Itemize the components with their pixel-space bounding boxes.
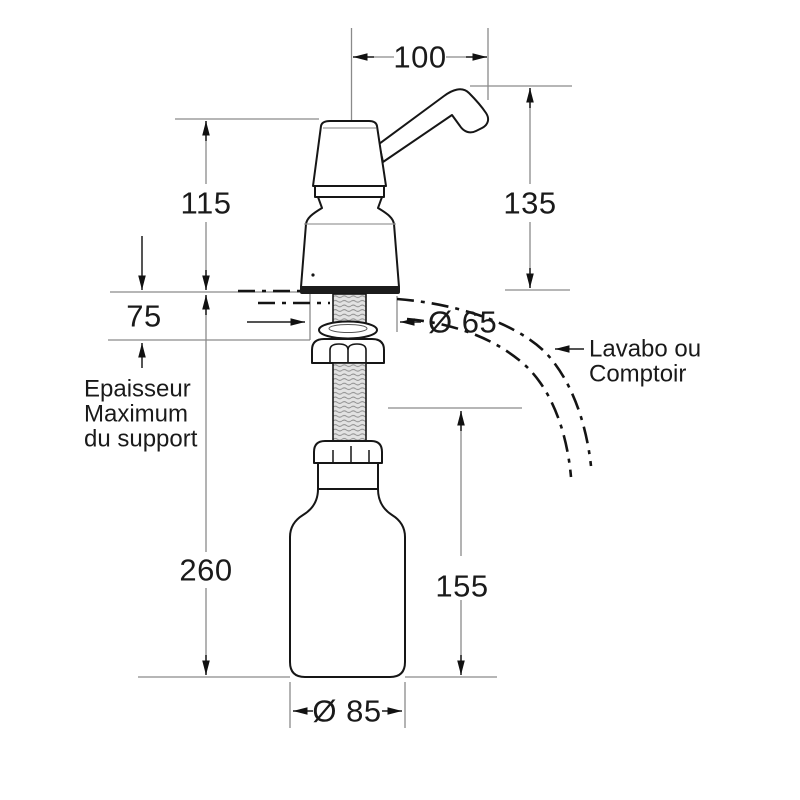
dim-value-115: 115: [181, 186, 232, 221]
counter-curve-bottom: [406, 317, 573, 478]
support-note-line3: du support: [84, 426, 198, 453]
lavabo-label-line1: Lavabo ou: [589, 336, 701, 363]
washer-inner-line: [328, 324, 368, 333]
dim-value-155: 155: [435, 569, 488, 604]
mounting-flange: [300, 286, 400, 294]
pump-lip: [314, 185, 385, 198]
dimension-155-bottle-height: 155: [435, 411, 488, 675]
dim-value-100: 100: [393, 40, 446, 75]
dispenser: [289, 88, 490, 678]
dim-value-135: 135: [503, 186, 556, 221]
locking-nut-castellations: [329, 343, 367, 363]
pump-cap: [312, 120, 387, 187]
threaded-shank-upper: [332, 293, 367, 325]
dimension-260-depth-below-counter: 260: [179, 295, 232, 675]
dimension-115-body-height: 115: [181, 121, 232, 290]
support-note-line2: Maximum: [84, 401, 188, 428]
counter-section-lines: [238, 289, 593, 478]
bottle-nut: [313, 440, 383, 464]
bottle-collar: [317, 462, 379, 490]
dim-value-75: 75: [126, 299, 161, 334]
support-note-line1: Epaisseur: [84, 376, 191, 403]
body-detail-dot: [311, 273, 315, 277]
dimension-100-spout-projection: 100: [353, 40, 487, 75]
bottle: [289, 488, 406, 678]
annotation-lavabo: Lavabo ou Comptoir: [555, 336, 701, 388]
dim-value-o65: Ø 65: [428, 305, 497, 340]
lavabo-label-line2: Comptoir: [589, 361, 686, 388]
dimension-75-support-thickness: 75: [126, 236, 161, 368]
escutcheon-body: [300, 196, 400, 288]
dimension-135-spout-height: 135: [503, 88, 556, 288]
dimension-o65-flange-diameter: Ø 65: [247, 305, 497, 340]
spout: [378, 88, 490, 163]
annotation-epaisseur: Epaisseur Maximum du support: [84, 376, 198, 453]
bottle-nut-facets: [332, 446, 370, 463]
threaded-shank-lower: [332, 362, 367, 442]
dim-value-260: 260: [179, 553, 232, 588]
dim-value-o85: Ø 85: [312, 694, 381, 729]
dimension-o85-bottle-diameter: Ø 85: [293, 694, 402, 729]
counter-curve-top: [396, 297, 593, 467]
